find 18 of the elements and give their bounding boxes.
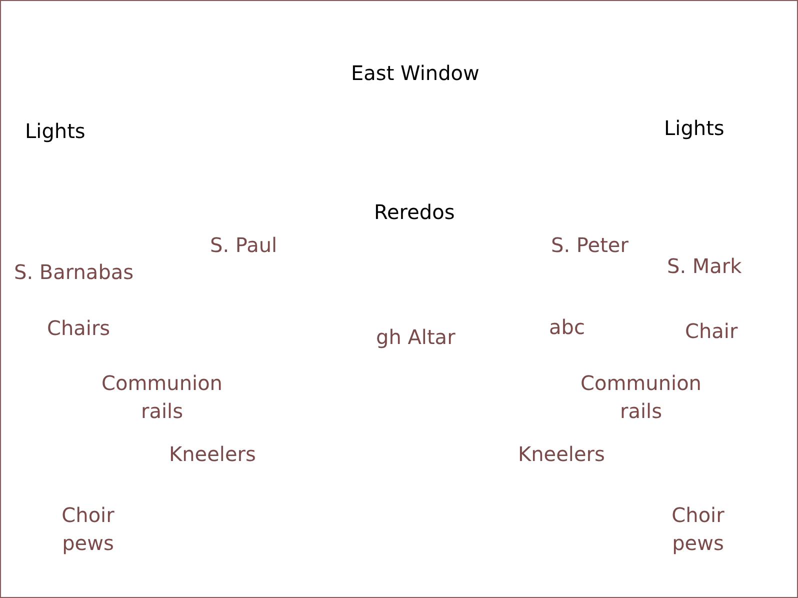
plan-label: Communion rails: [580, 370, 702, 425]
plan-label: S. Paul: [210, 232, 278, 259]
plan-label: Chairs: [47, 315, 110, 342]
plan-label: S. Barnabas: [14, 259, 134, 286]
plan-label: Kneelers: [169, 441, 256, 468]
plan-label: Choir pews: [60, 502, 116, 557]
plan-label: abc: [549, 314, 585, 341]
heading-label: East Window: [351, 60, 480, 87]
plan-label: Communion rails: [100, 370, 224, 425]
heading-label: Lights: [25, 118, 86, 145]
plan-label: Kneelers: [518, 441, 605, 468]
plan-label: Chair: [685, 318, 738, 345]
plan-label: S. Mark: [667, 253, 742, 280]
plan-label: Choir pews: [670, 502, 726, 557]
heading-label: Reredos: [374, 199, 455, 226]
plan-label: gh Altar: [376, 324, 456, 351]
plan-label: S. Peter: [551, 232, 628, 259]
heading-label: Lights: [664, 115, 724, 142]
